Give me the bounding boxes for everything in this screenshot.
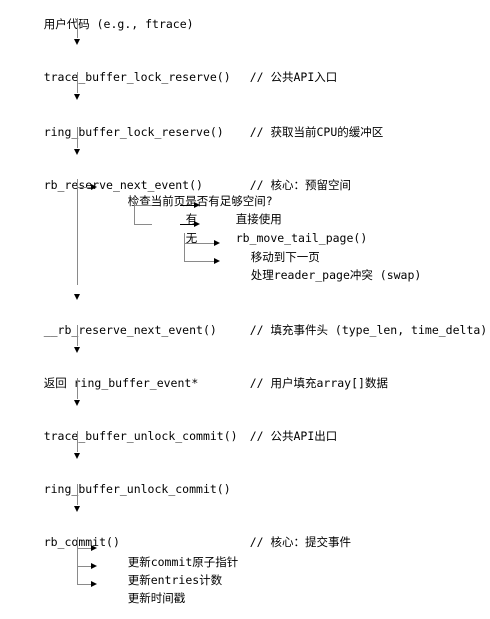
arrow-shaft (180, 205, 194, 206)
right-arrow-icon (91, 563, 97, 569)
down-arrow-icon (74, 347, 80, 353)
no-sub-action: 处理reader_page冲突 (swap) (250, 268, 422, 282)
flow-connector (77, 325, 78, 346)
step-comment: // 公共API入口 (249, 70, 338, 84)
branch-trunk (134, 195, 135, 225)
right-arrow-icon (194, 221, 200, 227)
step-comment: // 获取当前CPU的缓冲区 (249, 125, 384, 139)
step-code: rb_reserve_next_event() (43, 178, 203, 192)
step-user-code: 用户代码 (e.g., ftrace) (16, 3, 194, 31)
step-comment: // 公共API出口 (249, 429, 338, 443)
no-action: rb_move_tail_page() (235, 231, 368, 245)
step-comment: // 核心：提交事件 (249, 535, 351, 549)
branch-line (134, 205, 152, 206)
step-rb-reserve-next-event-internal: __rb_reserve_next_event() (16, 309, 217, 337)
step-code: 返回 ring_buffer_event* (43, 376, 199, 390)
step-rb-commit: rb_commit() (16, 521, 120, 549)
branch-line (134, 224, 152, 225)
flow-connector (77, 378, 78, 399)
right-arrow-icon (91, 545, 97, 551)
step-code: __rb_reserve_next_event() (43, 323, 217, 337)
step-ring-buffer-unlock-commit: ring_buffer_unlock_commit() (16, 468, 231, 496)
step-trace-buffer-lock-reserve: trace_buffer_lock_reserve() (16, 56, 231, 84)
step-code: 用户代码 (e.g., ftrace) (43, 17, 194, 31)
commit-action: 更新entries计数 (127, 573, 223, 587)
right-arrow-icon (214, 258, 220, 264)
step-rb-reserve-next-event: rb_reserve_next_event() (16, 164, 203, 192)
branch-trunk (77, 179, 78, 285)
arrow-shaft (180, 224, 194, 225)
down-arrow-icon (74, 294, 80, 300)
check-space-label: 检查当前页是否有足够空间? (127, 194, 273, 208)
no-label: 无 (185, 231, 198, 245)
branch-line (77, 187, 91, 188)
branch-line (77, 584, 91, 585)
step-code: trace_buffer_lock_reserve() (43, 70, 231, 84)
down-arrow-icon (74, 94, 80, 100)
branch-line (184, 243, 214, 244)
flow-connector (77, 431, 78, 452)
right-arrow-icon (91, 184, 97, 190)
no-sub-action: 移动到下一页 (250, 250, 320, 264)
flow-connector (77, 72, 78, 93)
right-arrow-icon (194, 202, 200, 208)
step-code: rb_commit() (43, 535, 120, 549)
branch-trunk (77, 537, 78, 584)
step-comment: // 核心：预留空间 (249, 178, 351, 192)
step-code: ring_buffer_lock_reserve() (43, 125, 224, 139)
flow-connector (77, 127, 78, 148)
flow-connector (77, 18, 78, 38)
branch-line (184, 261, 214, 262)
commit-action: 更新时间戳 (127, 591, 186, 605)
step-comment: // 用户填充array[]数据 (249, 376, 388, 390)
right-arrow-icon (214, 240, 220, 246)
flow-connector (77, 484, 78, 505)
step-comment: // 填充事件头 (type_len, time_delta) (249, 323, 488, 337)
down-arrow-icon (74, 506, 80, 512)
down-arrow-icon (74, 400, 80, 406)
branch-line (77, 548, 91, 549)
step-code: trace_buffer_unlock_commit() (43, 429, 238, 443)
step-return-event: 返回 ring_buffer_event* (16, 362, 199, 390)
down-arrow-icon (74, 39, 80, 45)
down-arrow-icon (74, 453, 80, 459)
branch-trunk (184, 233, 185, 261)
branch-line (77, 566, 91, 567)
down-arrow-icon (74, 149, 80, 155)
step-ring-buffer-lock-reserve: ring_buffer_lock_reserve() (16, 111, 224, 139)
yes-label: 有 (185, 212, 198, 226)
commit-action: 更新commit原子指针 (127, 555, 239, 569)
right-arrow-icon (91, 581, 97, 587)
step-code: ring_buffer_unlock_commit() (43, 482, 231, 496)
step-trace-buffer-unlock-commit: trace_buffer_unlock_commit() (16, 415, 238, 443)
yes-action: 直接使用 (235, 212, 282, 226)
